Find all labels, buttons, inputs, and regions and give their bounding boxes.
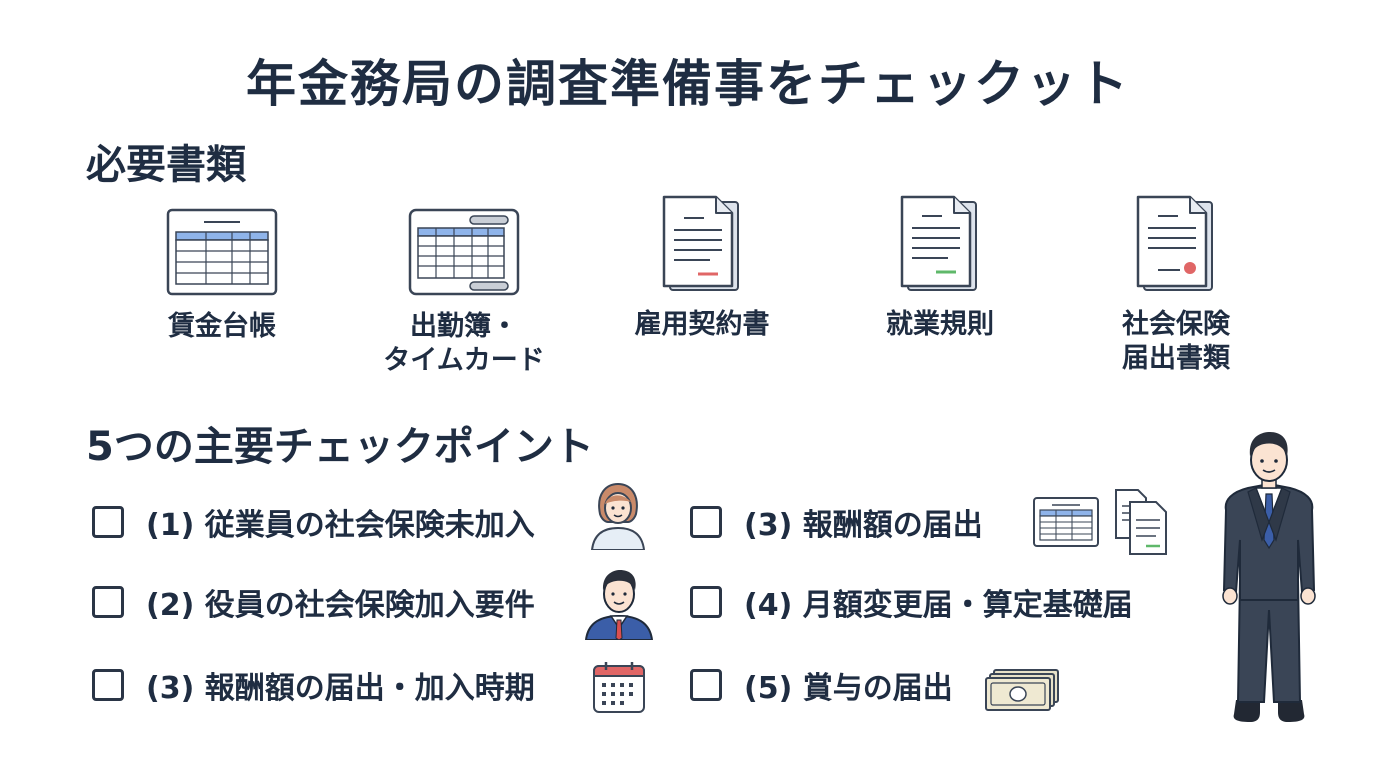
document-label: 就業規則 <box>886 309 994 340</box>
spreadsheet-documents-icon <box>1032 488 1172 560</box>
rules-document-icon <box>840 194 1040 294</box>
checkbox[interactable] <box>690 669 722 701</box>
ledger-table-icon <box>122 196 322 296</box>
checkpoint-label: (3) 報酬額の届出・加入時期 <box>146 671 535 706</box>
checkpoint-item: (3) 報酬額の届出 <box>690 497 983 547</box>
document-social-insurance: 社会保険 届出書類 <box>1076 194 1276 376</box>
document-wage-ledger: 賃金台帳 <box>122 196 322 344</box>
executive-icon <box>584 564 654 644</box>
checkpoint-item: (5) 賞与の届出 <box>690 660 953 710</box>
document-label: 賃金台帳 <box>168 311 276 342</box>
checkpoint-item: (3) 報酬額の届出・加入時期 <box>92 660 535 710</box>
checkpoint-label: (2) 役員の社会保険加入要件 <box>146 588 535 623</box>
insurance-document-icon <box>1076 194 1276 294</box>
document-label-line2: 届出書類 <box>1122 343 1230 374</box>
timecard-table-icon <box>364 196 564 296</box>
contract-document-icon <box>602 194 802 294</box>
document-employment-contract: 雇用契約書 <box>602 194 802 342</box>
required-documents-heading: 必要書類 <box>86 142 246 188</box>
document-label: 出勤簿・ <box>410 311 518 342</box>
calendar-icon <box>592 660 646 718</box>
checkbox[interactable] <box>690 586 722 618</box>
document-label-line2: タイムカード <box>383 345 545 376</box>
document-timecard: 出勤簿・ タイムカード <box>364 196 564 378</box>
checkbox[interactable] <box>92 586 124 618</box>
document-label: 雇用契約書 <box>634 309 770 340</box>
checkpoint-label: (4) 月額変更届・算定基礎届 <box>744 588 1133 623</box>
document-label: 社会保険 <box>1122 309 1230 340</box>
checkbox[interactable] <box>92 506 124 538</box>
checkpoint-item: (2) 役員の社会保険加入要件 <box>92 577 535 627</box>
banknotes-icon <box>984 668 1060 716</box>
checkpoints-heading: 5つの主要チェックポイント <box>86 424 594 470</box>
checkpoint-item: (1) 従業員の社会保険未加入 <box>92 497 535 547</box>
document-work-rules: 就業規則 <box>840 194 1040 342</box>
checkpoint-label: (1) 従業員の社会保険未加入 <box>146 508 535 543</box>
female-employee-icon <box>588 480 648 554</box>
checkbox[interactable] <box>92 669 124 701</box>
checkbox[interactable] <box>690 506 722 538</box>
businessman-illustration <box>1218 430 1320 730</box>
page-title: 年金務局の調査準備事をチェックット <box>246 55 1130 113</box>
checkpoint-item: (4) 月額変更届・算定基礎届 <box>690 577 1133 627</box>
checkpoint-label: (5) 賞与の届出 <box>744 671 953 706</box>
checkpoint-label: (3) 報酬額の届出 <box>744 508 983 543</box>
